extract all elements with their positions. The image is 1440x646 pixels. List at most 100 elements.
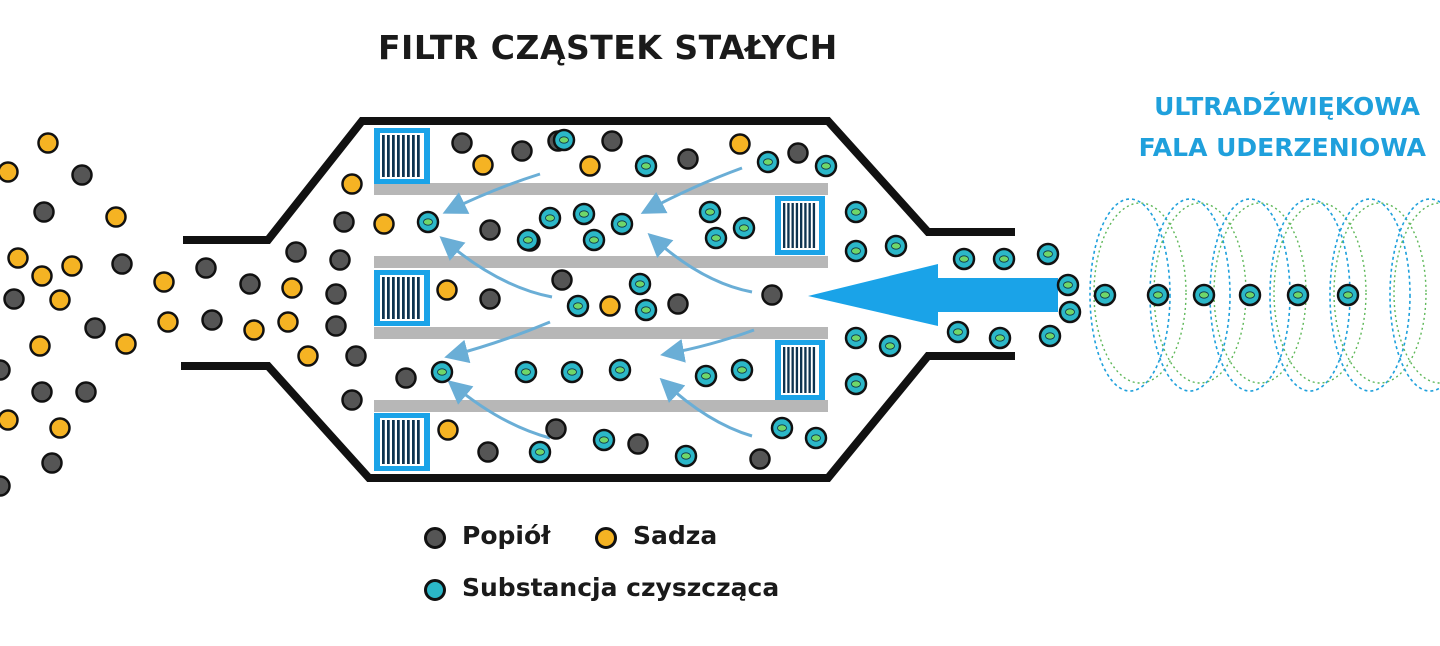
cleaner-particle bbox=[674, 444, 698, 468]
cleaner-particle-core bbox=[545, 214, 555, 222]
filter-plug-hatch bbox=[812, 203, 816, 248]
housing-bottom-wall bbox=[181, 352, 1015, 482]
flow-arrow bbox=[647, 232, 753, 294]
cleaner-particle-core bbox=[777, 424, 787, 432]
cleaner-particle-core bbox=[711, 234, 721, 242]
filter-plug-hatch bbox=[402, 420, 405, 464]
filter-plug-hatch bbox=[812, 347, 816, 393]
cleaner-particle bbox=[704, 226, 728, 250]
cleaner-particle bbox=[592, 428, 616, 452]
filter-plug-hatch bbox=[382, 277, 385, 319]
filter-plug-hatch bbox=[402, 277, 405, 319]
filter-plug bbox=[374, 128, 430, 184]
legend-cleaner-label: Substancja czyszcząca bbox=[462, 573, 780, 602]
soot-particle bbox=[281, 277, 303, 299]
cleaner-particle-core bbox=[811, 434, 821, 442]
filter-plug-hatch bbox=[382, 135, 385, 177]
cleaner-particle bbox=[1192, 283, 1216, 307]
cleaner-particle-core bbox=[821, 162, 831, 170]
ash-particle bbox=[0, 475, 11, 497]
shock-wave-arrow-shape bbox=[808, 264, 1058, 326]
cleaner-particle-core bbox=[953, 328, 963, 336]
cleaner-particle-core bbox=[681, 452, 691, 460]
cleaner-particle-core bbox=[1100, 291, 1110, 299]
filter-plug-hatch bbox=[783, 347, 786, 393]
cleaner-particle-core bbox=[1343, 291, 1353, 299]
filter-plug-hatch bbox=[800, 347, 803, 393]
ash-particle bbox=[31, 381, 53, 403]
cleaner-particle bbox=[1056, 273, 1080, 297]
cleaner-particle bbox=[844, 326, 868, 350]
cleaner-particle-core bbox=[851, 247, 861, 255]
ash-particle bbox=[71, 164, 93, 186]
cleaner-particle bbox=[1036, 242, 1060, 266]
legend-ash-marker bbox=[424, 527, 446, 549]
filter-plug-hatch bbox=[407, 420, 410, 464]
legend-cleaner-marker bbox=[424, 579, 446, 601]
cleaner-particle-core bbox=[521, 368, 531, 376]
cleaner-particle bbox=[582, 228, 606, 252]
cleaner-particle-core bbox=[437, 368, 447, 376]
cleaner-particle bbox=[516, 228, 540, 252]
filter-plug-hatch bbox=[402, 135, 405, 177]
filter-plug-hatch bbox=[412, 420, 415, 464]
filter-plate bbox=[374, 327, 828, 339]
flow-arrow bbox=[439, 236, 553, 299]
cleaner-particle bbox=[844, 239, 868, 263]
soot-particle bbox=[472, 154, 494, 176]
cleaner-particle-core bbox=[1065, 308, 1075, 316]
cleaner-particle bbox=[416, 210, 440, 234]
filter-plug-hatch bbox=[382, 420, 385, 464]
cleaner-particle bbox=[430, 360, 454, 384]
filter-plug-hatch bbox=[412, 277, 415, 319]
cleaner-particle-core bbox=[1245, 291, 1255, 299]
diagram-title: FILTR CZĄSTEK STAŁYCH bbox=[378, 28, 838, 67]
cleaner-particle bbox=[1286, 283, 1310, 307]
cleaner-particle bbox=[538, 206, 562, 230]
cleaner-particle-core bbox=[523, 236, 533, 244]
cleaner-particle bbox=[560, 360, 584, 384]
shock-wave-ring bbox=[1389, 198, 1440, 392]
flow-arrow bbox=[444, 320, 551, 364]
soot-particle bbox=[437, 419, 459, 441]
cleaner-particle bbox=[572, 202, 596, 226]
ash-particle bbox=[749, 448, 771, 470]
cleaner-particle bbox=[770, 416, 794, 440]
filter-plug-hatch bbox=[800, 203, 803, 248]
cleaner-particle-core bbox=[599, 436, 609, 444]
cleaner-particle-core bbox=[1045, 332, 1055, 340]
filter-plug-hatch bbox=[407, 135, 410, 177]
cleaner-particle bbox=[634, 154, 658, 178]
ash-particle bbox=[341, 389, 363, 411]
cleaner-particle-core bbox=[891, 242, 901, 250]
ash-particle bbox=[479, 219, 501, 241]
ash-particle bbox=[0, 359, 11, 381]
cleaner-particle-core bbox=[589, 236, 599, 244]
cleaner-particle-core bbox=[573, 302, 583, 310]
filter-plug-hatch bbox=[407, 277, 410, 319]
soot-particle bbox=[436, 279, 458, 301]
shock-wave-ring bbox=[1329, 198, 1411, 392]
ash-particle bbox=[195, 257, 217, 279]
filter-plug-hatch bbox=[787, 347, 790, 393]
ash-particle bbox=[667, 293, 689, 315]
soot-particle bbox=[49, 289, 71, 311]
ash-particle bbox=[201, 309, 223, 331]
wave-label-line2: FALA UDERZENIOWA bbox=[1138, 133, 1426, 162]
shock-wave-rings bbox=[1089, 198, 1440, 392]
shock-wave-arrow bbox=[808, 264, 1058, 326]
cleaner-particle bbox=[1038, 324, 1062, 348]
cleaner-particle-core bbox=[641, 162, 651, 170]
ash-particle bbox=[787, 142, 809, 164]
cleaner-particle-core bbox=[851, 334, 861, 342]
soot-particle bbox=[29, 335, 51, 357]
soot-particle bbox=[37, 132, 59, 154]
cleaner-particle-core bbox=[739, 224, 749, 232]
ash-particle bbox=[239, 273, 261, 295]
shock-wave-ring bbox=[1089, 198, 1171, 392]
cleaner-particle bbox=[844, 200, 868, 224]
ash-particle bbox=[329, 249, 351, 271]
cleaner-particle bbox=[634, 298, 658, 322]
flow-arrow bbox=[442, 172, 541, 214]
cleaner-particle-core bbox=[1043, 250, 1053, 258]
